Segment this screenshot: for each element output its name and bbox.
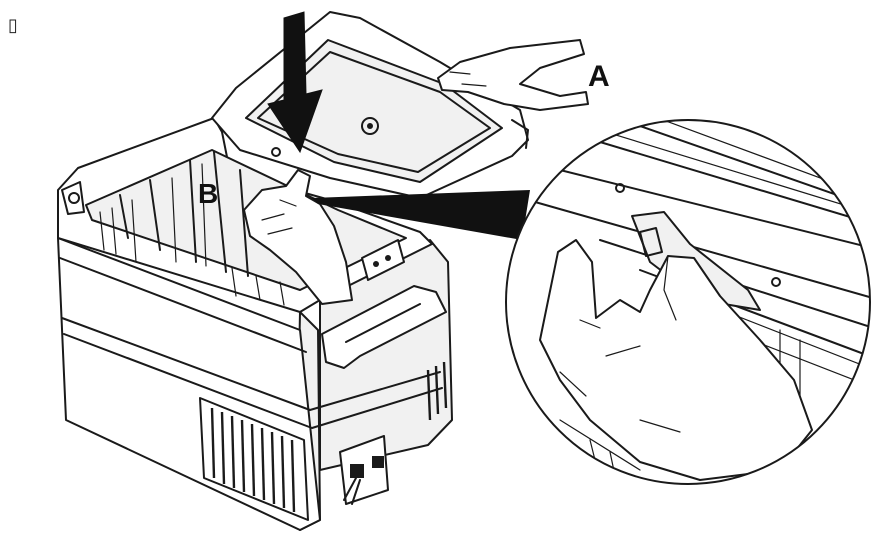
lid-gasket <box>257 51 491 173</box>
lid-plug-center <box>367 123 373 129</box>
panel-button-icon <box>373 261 379 267</box>
placeholder-box-icon: ▯ <box>8 15 18 36</box>
callout-wedge <box>312 190 530 240</box>
socket-icon-2 <box>372 456 384 468</box>
basket-wires <box>99 163 285 306</box>
hand-pressing-hinge <box>243 169 353 305</box>
lid-plug-icon <box>361 117 379 135</box>
cooler-lid <box>211 11 529 199</box>
socket-icon <box>350 464 364 478</box>
lid-hinge-screw-icon <box>271 147 281 157</box>
vent-grille <box>199 397 309 521</box>
down-arrow-icon <box>267 11 323 154</box>
hand-holding-lid <box>437 39 589 111</box>
magnified-detail <box>505 119 871 485</box>
cooler-divider <box>119 151 249 277</box>
cooler-band-middle <box>61 317 441 411</box>
lid-inner-panel <box>245 39 503 183</box>
cooler-band-upper <box>59 257 307 353</box>
lid-hinge-right <box>511 119 529 149</box>
label-a: A <box>588 60 610 93</box>
side-vents <box>426 361 448 421</box>
latch-screw-icon <box>68 192 80 204</box>
panel-led-icon <box>385 255 391 261</box>
label-b: B <box>198 178 218 209</box>
power-sockets <box>339 435 389 505</box>
control-panel <box>361 239 405 281</box>
cooler-handle-inner <box>345 303 421 343</box>
cooler-left-latch <box>61 181 85 215</box>
cooler-band-lower <box>63 333 443 429</box>
